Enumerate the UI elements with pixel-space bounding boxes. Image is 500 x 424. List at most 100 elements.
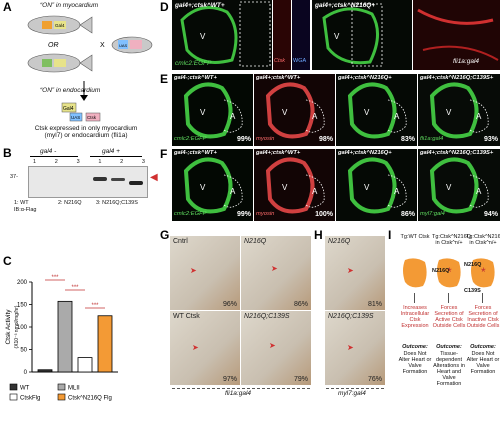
fish-uas: UAS [111, 36, 153, 54]
y-tick-label: 50 [20, 348, 27, 354]
atrium-label: A [476, 187, 482, 196]
panel-g-label: G [160, 228, 170, 242]
d-ctsk-label: Ctsk [274, 58, 285, 64]
y-axis-label: Ctsk Activity [5, 309, 12, 345]
ish-h-double: N216Q;C139S ➤ 76% [325, 311, 385, 385]
sig-label: *** [51, 275, 59, 281]
row-pct: 83% [400, 136, 415, 143]
atrium-label: A [476, 112, 482, 121]
on-endocardium-label: “ON” in endocardium [40, 87, 101, 94]
panel-i-label: I [388, 228, 392, 242]
panel-a-caption: Ctsk expressed in only myocardium (myl7)… [34, 125, 138, 139]
image-d3: WGA [292, 0, 310, 70]
image-d2: Ctsk [273, 0, 291, 70]
row-stain: myosin [256, 136, 275, 142]
gal4-uas-construct: Gal4 UAS Ctsk [61, 102, 101, 122]
ish-label: Cntrl [173, 238, 188, 245]
ish-pct: 97% [222, 376, 237, 383]
legend-swatch [9, 393, 18, 401]
bar-CtskN216QFlg [97, 315, 113, 373]
row-pct: 100% [315, 211, 333, 218]
i-col-title: Tg:Ctsk^N216Q;C139S in Ctsk^n/+ [466, 234, 500, 246]
row-stain: cmlc2:EGFP [174, 136, 207, 142]
i-effect: Increases Intracellular Ctsk Expression [400, 305, 430, 329]
d-stain-left: cmlc2:EGFP [175, 60, 212, 67]
ventricle-label: V [200, 183, 206, 192]
d-wga-label: WGA [293, 58, 307, 64]
i-outcome: Does Not Alter Heart or Valve Formation [398, 351, 432, 375]
panel-a-label: A [3, 0, 12, 14]
legend-swatch [57, 383, 66, 391]
row-title: gal4+;ctsk^N216Q;C139S+ [420, 75, 494, 81]
row-stain: fli1a:gal4 [420, 136, 444, 142]
row-title: gal4+;ctsk^N216Q;C139S+ [420, 150, 494, 156]
i-mut-label: N216Q [432, 268, 450, 274]
panel-d-label: D [160, 0, 169, 14]
lane-numbers: 1 2 3 1 2 3 [33, 159, 145, 165]
row-title: gal4-;ctsk^WT+ [174, 150, 217, 156]
panel-c-label: C [3, 254, 12, 268]
cell-shape-icon: * [471, 258, 495, 288]
panel-h-label: H [314, 228, 323, 242]
y-axis-unit: (X10⁻³ nmol/mg/hr) [14, 305, 20, 348]
ventricle-label: V [446, 108, 452, 117]
i-arrow [448, 293, 449, 303]
ish-label: N216Q;C139S [328, 313, 374, 320]
row-pct: 99% [236, 211, 251, 218]
h-footer-line [326, 388, 384, 389]
cell-shape-icon [403, 258, 427, 288]
fish-myocardium: Gal4 [27, 15, 93, 35]
ventricle-label: V [200, 108, 206, 117]
g-footer: fli1a:gal4 [225, 390, 252, 397]
i-outcome: Does Not Alter Heart or Valve Formation [466, 351, 500, 375]
ish-double: N216Q;C139S ➤ 79% [241, 311, 311, 385]
row-title: gal4+;ctsk^N216Q+ [338, 75, 392, 81]
lane-3a: 3 [76, 159, 80, 165]
i-outcome: Tissue-dependent Alterations in Heart an… [433, 351, 465, 387]
g-footer-line [172, 388, 310, 389]
on-myocardium-label: “ON” in myocardium [40, 2, 99, 9]
svg-text:*: * [481, 265, 486, 279]
lane-1a: 1 [33, 159, 37, 165]
ish-label: N216Q [244, 238, 267, 245]
ish-wt-ctsk: WT Ctsk ➤ 97% [170, 311, 240, 385]
lane-2a: 2 [54, 159, 58, 165]
group-plus-line [90, 156, 142, 157]
construct-uas-label: UAS [71, 115, 80, 120]
panel-b-label: B [3, 146, 12, 160]
legend-swatch [9, 383, 18, 391]
image-d4: gal4+;ctsk^N216Q+ V [312, 0, 412, 70]
d-title-left: gal4+;ctsk^WT+ [175, 2, 225, 9]
row-stain: myosin [256, 211, 275, 217]
row-title: gal4+;ctsk^N216Q+ [338, 150, 392, 156]
i-outcome-label: Outcome: [470, 344, 496, 350]
row-stain: cmlc2:EGFP [174, 211, 207, 217]
lane-2b: 2 [120, 159, 124, 165]
panel-f-label: F [160, 147, 168, 161]
bar-WT [37, 369, 53, 373]
ish-pct: 79% [293, 376, 308, 383]
legend-n216q: 2: N216Q [58, 200, 82, 206]
band-arrow-icon: ◀ [150, 172, 158, 183]
ventricle-label: V [282, 183, 288, 192]
group-plus-label: gal4 + [102, 148, 120, 155]
i-mut-label: N216Q [464, 262, 482, 268]
svg-text:*: * [447, 265, 452, 279]
row-pct: 94% [483, 211, 498, 218]
i-col-title: Tg:WT Ctsk [400, 234, 430, 240]
or-label: OR [48, 42, 59, 49]
western-blot [28, 166, 148, 198]
blot-band [93, 177, 107, 181]
image-d1: gal4+;ctsk^WT+ V cmlc2:EGFP [172, 0, 272, 70]
blot-band [111, 178, 125, 181]
legend-label: MLII [68, 386, 80, 392]
row-pct: 86% [400, 211, 415, 218]
atrium-label: A [230, 187, 236, 196]
cell-shape-icon: * [437, 258, 461, 288]
i-arrow [482, 293, 483, 303]
row-pct: 98% [318, 136, 333, 143]
cross-label: X [100, 42, 105, 49]
